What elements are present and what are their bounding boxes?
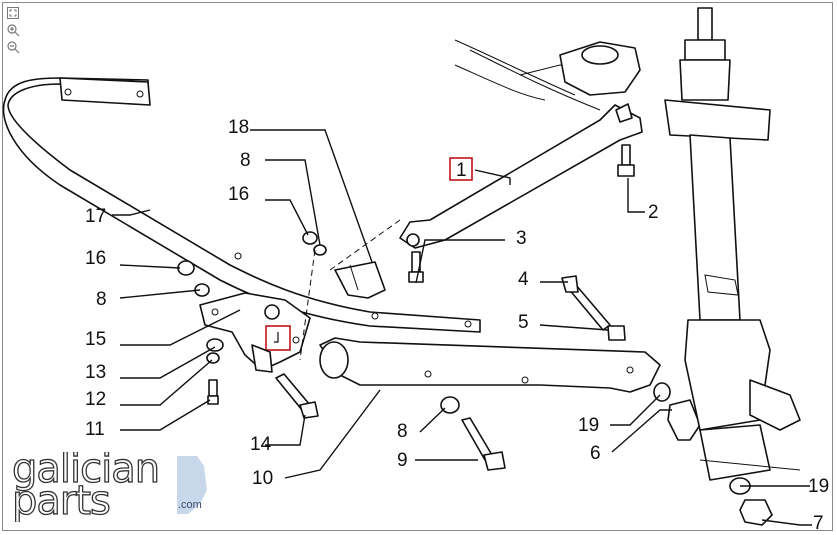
zoom-in-icon[interactable] (6, 23, 20, 37)
part-2-bolt[interactable] (617, 144, 635, 177)
callout-8-left[interactable]: 8 (96, 289, 107, 310)
callout-11[interactable]: 11 (85, 419, 105, 440)
callout-17[interactable]: 17 (85, 206, 106, 227)
callout-7[interactable]: 7 (813, 513, 824, 534)
zoom-toolbar (6, 6, 22, 57)
callout-19-right[interactable]: 19 (808, 476, 829, 497)
callout-18[interactable]: 18 (228, 117, 249, 138)
bushing-6 (667, 399, 701, 441)
callout-16-left[interactable]: 16 (85, 248, 106, 269)
callout-13[interactable]: 13 (85, 362, 106, 383)
callout-19-left[interactable]: 19 (578, 415, 599, 436)
logo-line2: parts (12, 478, 110, 522)
part-18-clamp[interactable] (334, 261, 386, 299)
zoom-out-icon[interactable] (6, 40, 20, 54)
nut-16-lower (177, 260, 195, 276)
assembly-lines (299, 219, 401, 361)
callout-4[interactable]: 4 (518, 269, 529, 290)
body-outline (454, 39, 641, 111)
logo-suffix: .com (178, 499, 202, 511)
callout-10[interactable]: 10 (252, 468, 273, 489)
callout-1[interactable]: 1 (456, 160, 467, 181)
part-15-mounting-plate[interactable] (199, 292, 311, 373)
callout-6[interactable]: 6 (590, 443, 601, 464)
callout-15[interactable]: 15 (85, 329, 106, 350)
highlight-marker (265, 325, 291, 351)
logo-accent-shape (177, 456, 207, 514)
callout-9[interactable]: 9 (397, 450, 408, 471)
leader-lines (112, 129, 812, 526)
part-3-bolt[interactable] (408, 251, 424, 283)
callout-8-lower[interactable]: 8 (397, 421, 408, 442)
callout-16-upper[interactable]: 16 (228, 184, 249, 205)
callout-labels: 1 2 3 4 5 6 7 8 8 8 9 10 11 12 13 14 15 … (85, 117, 829, 534)
galicianparts-logo: galician parts .com (12, 452, 207, 522)
callout-5[interactable]: 5 (518, 312, 529, 333)
nut-7 (739, 499, 773, 526)
logo-line1: galician (12, 452, 159, 492)
washer-13 (206, 338, 224, 352)
part-1-brace[interactable] (399, 103, 643, 249)
callout-8-upper[interactable]: 8 (240, 150, 251, 171)
callout-1-box (449, 157, 473, 181)
callout-14[interactable]: 14 (250, 434, 272, 455)
nut-16-upper (302, 231, 318, 245)
washer-8-lower (440, 396, 460, 414)
callout-12[interactable]: 12 (85, 389, 106, 410)
fullscreen-icon[interactable] (6, 6, 20, 20)
part-17-stabilizer-bar[interactable] (2, 77, 481, 333)
callout-2[interactable]: 2 (648, 202, 659, 223)
part-10-control-arm[interactable] (319, 337, 661, 393)
bolt-11 (208, 379, 218, 397)
strut-assembly[interactable] (664, 7, 801, 481)
washer-8-upper (313, 244, 327, 256)
nut-5 (607, 325, 626, 341)
lockwasher-12 (206, 352, 220, 364)
callout-3[interactable]: 3 (516, 228, 527, 249)
